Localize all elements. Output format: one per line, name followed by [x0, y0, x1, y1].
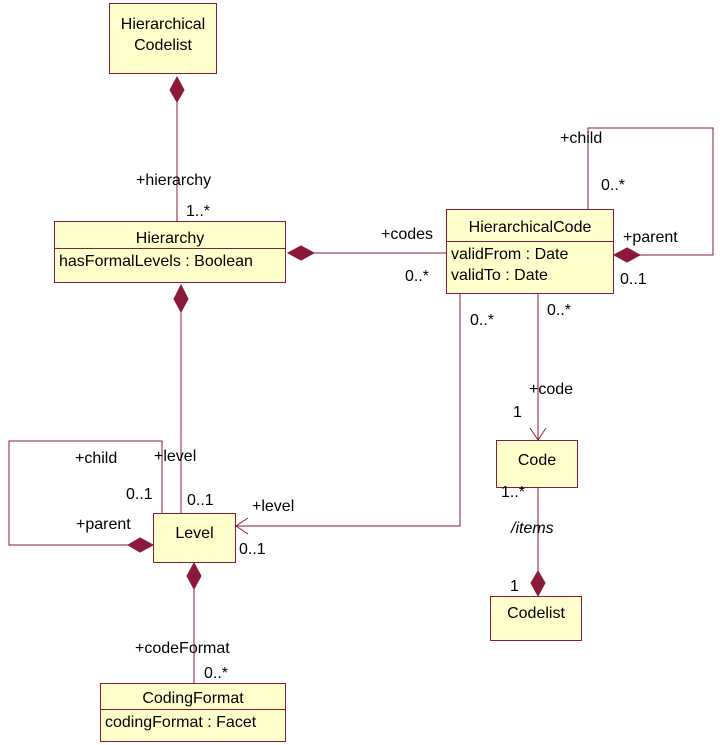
multiplicity-label: 0..1 — [620, 271, 647, 288]
multiplicity-label: 1..* — [186, 203, 211, 220]
class-name: Hierarchy — [135, 230, 205, 247]
role-label: /items — [511, 520, 554, 537]
aggregation-diamond — [169, 75, 185, 103]
hierarchical-code-class[interactable]: HierarchicalCode validFrom : Date validT… — [446, 209, 614, 294]
class-name: Code — [517, 452, 557, 469]
multiplicity-label: 0..* — [470, 312, 495, 329]
attribute: hasFormalLevels : Boolean — [59, 253, 253, 270]
role-label: +parent — [76, 516, 131, 533]
role-label: +level — [154, 448, 197, 465]
multiplicity-label: 0..* — [204, 665, 229, 682]
attribute: validTo : Date — [451, 267, 548, 284]
role-label: +hierarchy — [136, 172, 212, 189]
aggregation-diamond — [127, 537, 155, 553]
class-name: Codelist — [134, 37, 192, 54]
attribute: validFrom : Date — [451, 246, 569, 263]
class-name: Level — [175, 525, 214, 542]
level-class[interactable]: Level — [153, 513, 236, 563]
role-label: +child — [75, 450, 118, 467]
role-label: +level — [252, 498, 295, 515]
class-name: Hierarchical — [120, 16, 206, 33]
code-class[interactable]: Code — [496, 440, 578, 488]
navigability-arrow — [235, 517, 249, 535]
multiplicity-label: 0..1 — [126, 486, 153, 503]
aggregation-diamond — [173, 283, 189, 314]
class-name: CodingFormat — [142, 690, 244, 707]
aggregation-diamond — [186, 561, 202, 591]
role-label: +codeFormat — [135, 640, 230, 657]
hierarchy-class[interactable]: Hierarchy hasFormalLevels : Boolean — [54, 221, 286, 283]
attribute: codingFormat : Facet — [105, 714, 257, 731]
hc-level-edge — [236, 294, 461, 527]
aggregation-diamond — [286, 245, 316, 261]
class-name: Codelist — [507, 605, 565, 622]
class-name: HierarchicalCode — [468, 219, 592, 236]
multiplicity-label: 1..* — [501, 484, 526, 501]
hierarchical-codelist-class[interactable]: Hierarchical Codelist — [109, 3, 217, 74]
multiplicity-label: 0..1 — [187, 492, 214, 509]
multiplicity-label: 1 — [510, 578, 519, 595]
multiplicity-label: 0..* — [405, 268, 430, 285]
class-attributes: hasFormalLevels : Boolean — [55, 248, 285, 274]
multiplicity-label: 1 — [513, 404, 522, 421]
multiplicity-label: 0..* — [601, 177, 626, 194]
role-label: +codes — [381, 226, 434, 243]
aggregation-diamond — [612, 247, 642, 263]
codelist-class[interactable]: Codelist — [490, 596, 582, 641]
class-attributes: codingFormat : Facet — [101, 709, 285, 735]
role-label: +code — [529, 381, 574, 398]
class-attributes: validFrom : Date validTo : Date — [447, 241, 613, 288]
aggregation-diamond — [530, 570, 546, 598]
coding-format-class[interactable]: CodingFormat codingFormat : Facet — [100, 683, 286, 742]
role-label: +parent — [623, 229, 678, 246]
multiplicity-label: 0..* — [547, 302, 572, 319]
role-label: +child — [560, 130, 603, 147]
multiplicity-label: 0..1 — [239, 541, 266, 558]
level-self-loop — [8, 440, 163, 546]
hc-self-loop — [587, 127, 714, 256]
